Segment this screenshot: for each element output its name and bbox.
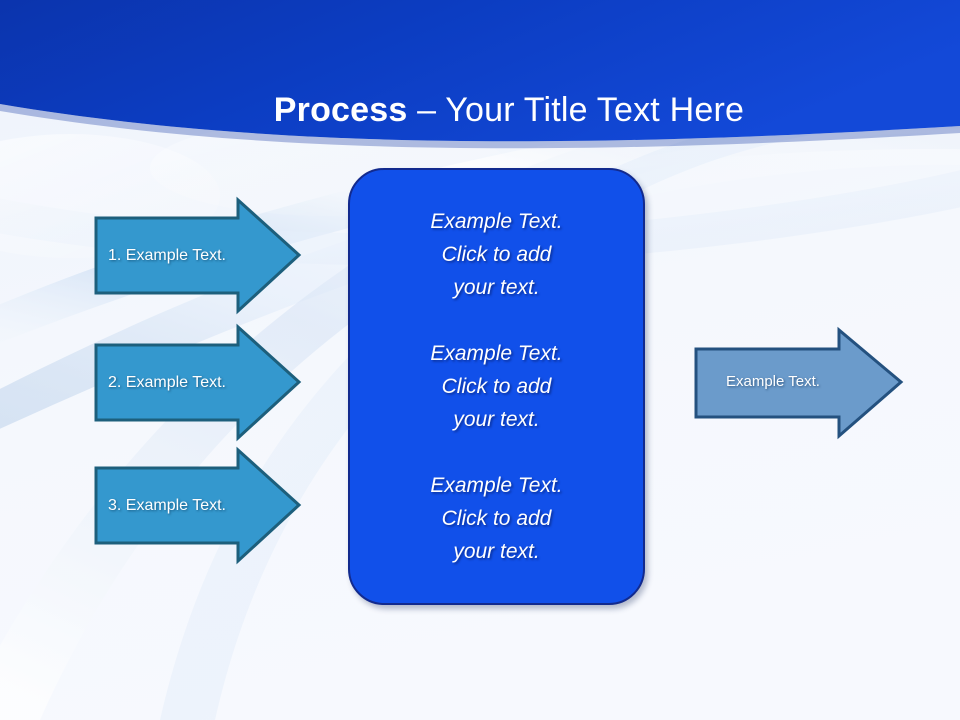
input-arrow-3[interactable]: 3. Example Text. xyxy=(94,446,309,578)
input-arrow-1[interactable]: 1. Example Text. xyxy=(94,196,309,328)
process-box-paragraph-2: Example Text. Click to add your text. xyxy=(430,342,563,431)
process-box-paragraph-1: Example Text. Click to add your text. xyxy=(430,210,563,299)
process-box[interactable]: Example Text. Click to add your text. Ex… xyxy=(348,168,645,605)
output-arrow[interactable]: Example Text. xyxy=(694,326,909,449)
process-box-paragraph-3: Example Text. Click to add your text. xyxy=(430,474,563,563)
input-arrow-2[interactable]: 2. Example Text. xyxy=(94,323,309,455)
